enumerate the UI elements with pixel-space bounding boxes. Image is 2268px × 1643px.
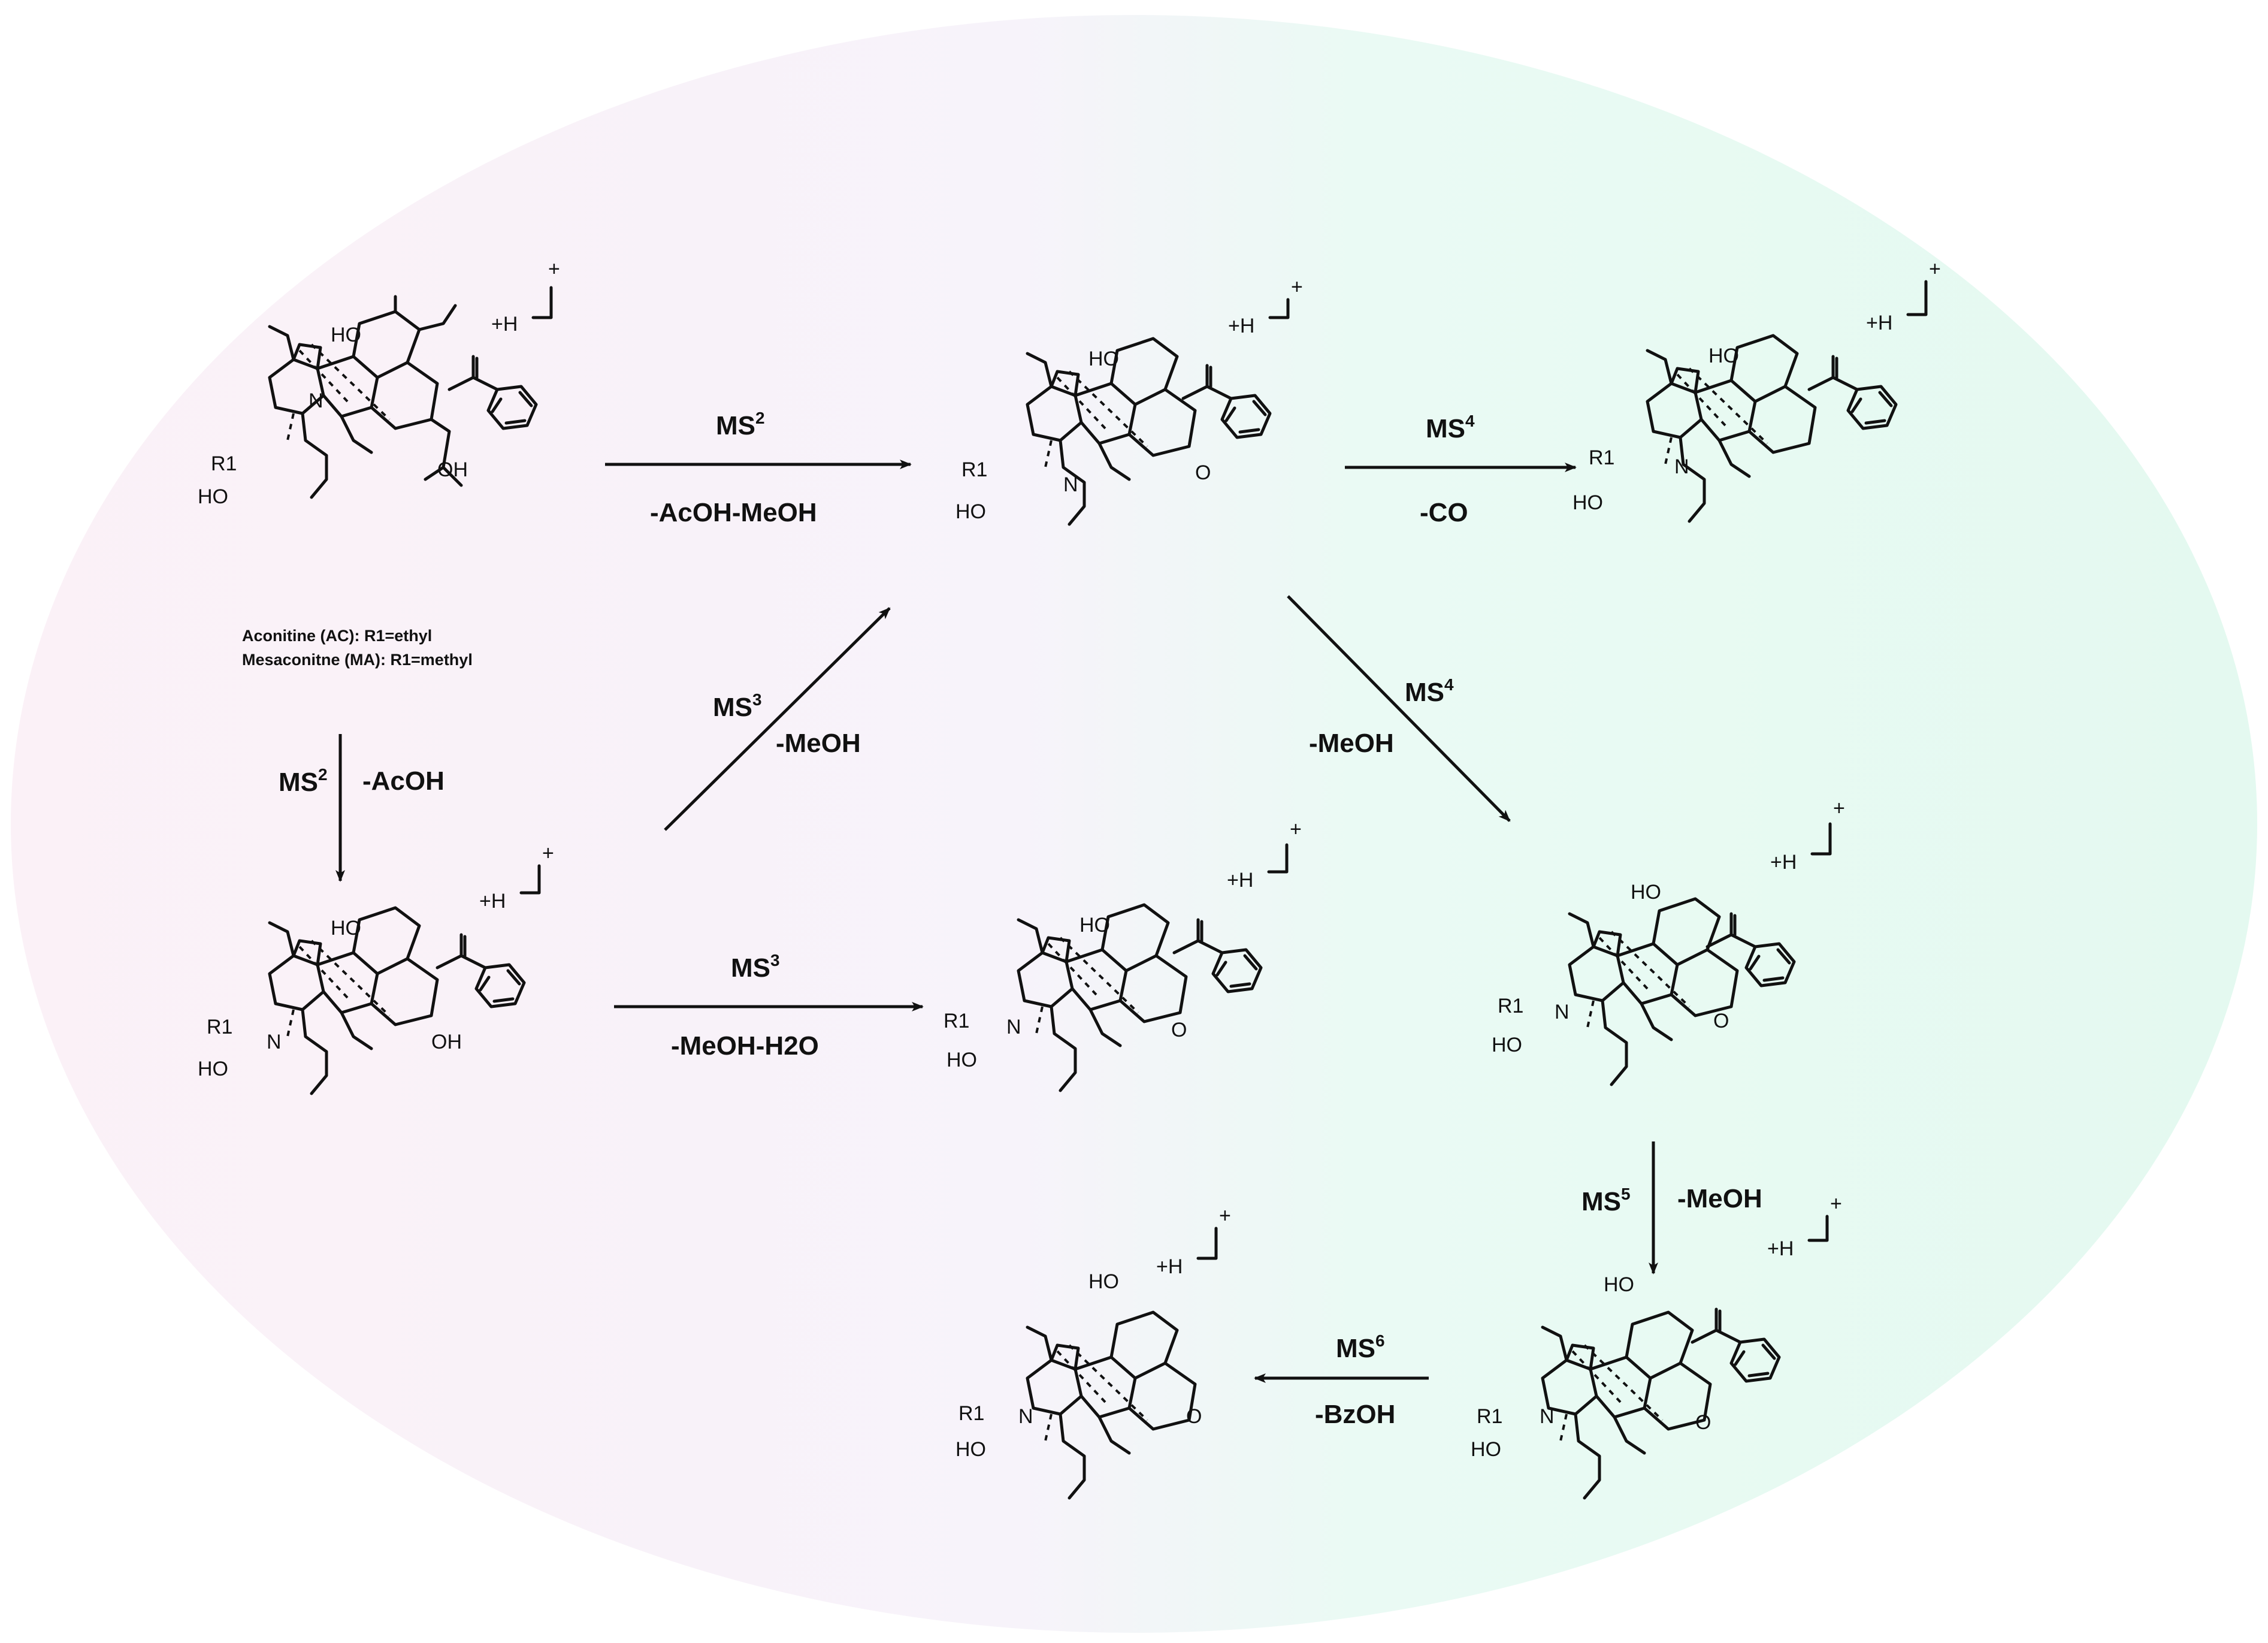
charge-sup: +	[1833, 797, 1845, 820]
charge-sup: +	[1291, 276, 1303, 298]
atom-oh-ring: OH	[437, 458, 468, 481]
charge-sup: +	[542, 842, 554, 865]
arrow-a6	[1287, 595, 1511, 822]
atom-ho-top: HO	[1088, 1270, 1119, 1293]
charge-sup: +	[1290, 818, 1302, 841]
atom-ho-left: HO	[1573, 491, 1603, 514]
arrow-a7-loss: -MeOH	[1677, 1184, 1762, 1213]
atom-o: O	[1195, 461, 1211, 484]
arrow-a5-stage: MS3	[731, 951, 780, 983]
charge-label: +H	[1227, 869, 1253, 892]
caption-mesaconitine: Mesaconitne (MA): R1=methyl	[242, 651, 473, 669]
atom-n: N	[1674, 455, 1689, 478]
arrow-a2-loss: -CO	[1420, 498, 1468, 527]
arrow-a1-stage: MS2	[716, 409, 765, 440]
atom-r1: R1	[944, 1010, 969, 1032]
atom-ho-left: HO	[1471, 1438, 1501, 1461]
charge-label: +H	[1770, 851, 1797, 874]
arrow-a4-loss: -MeOH	[776, 729, 861, 758]
atom-ho-top: HO	[1088, 348, 1119, 370]
charge-label: +H	[1767, 1237, 1794, 1260]
atom-n: N	[1006, 1016, 1021, 1038]
atom-n: N	[1540, 1405, 1555, 1428]
charge-label: +H	[1228, 315, 1254, 337]
atom-n: N	[1063, 473, 1078, 496]
structure-ms6-bzoh: HO HO N R1 O +H +	[955, 1204, 1231, 1498]
arrow-a4-stage: MS3	[713, 690, 762, 722]
charge-label: +H	[1156, 1255, 1183, 1278]
atom-r1: R1	[1589, 446, 1614, 469]
charge-label: +H	[491, 313, 518, 336]
atom-ho-left: HO	[1492, 1034, 1522, 1056]
atom-n: N	[1555, 1001, 1570, 1023]
arrow-a3-loss: -AcOH	[362, 766, 444, 796]
arrow-a3-stage: MS2	[279, 765, 328, 797]
atom-ho-top: HO	[1708, 345, 1739, 367]
atom-n: N	[309, 389, 323, 412]
structure-ms5-meoh: HO HO N R1 O +H +	[1471, 1192, 1842, 1498]
charge-sup: +	[1219, 1204, 1231, 1227]
atom-r1: R1	[958, 1402, 984, 1425]
arrow-a8-stage: MS6	[1336, 1331, 1385, 1363]
atom-o: O	[1186, 1405, 1202, 1428]
arrow-a1-loss: -AcOH-MeOH	[650, 498, 817, 527]
atom-o: O	[1171, 1019, 1187, 1041]
atom-ho-left: HO	[198, 485, 228, 508]
structure-ms3-meoh-h2o: HO HO N R1 O +H +	[944, 818, 1302, 1091]
atom-r1: R1	[211, 452, 237, 475]
charge-sup: +	[1929, 258, 1941, 280]
atom-ho-left: HO	[955, 500, 986, 523]
structure-ms2-acoh: HO OH HO N R1 +H +	[198, 842, 554, 1094]
caption-aconitine: Aconitine (AC): R1=ethyl	[242, 627, 432, 645]
atom-r1: R1	[961, 458, 987, 481]
atom-ho-left: HO	[946, 1049, 977, 1071]
arrow-a8-loss: -BzOH	[1315, 1400, 1395, 1429]
atom-n: N	[1018, 1405, 1033, 1428]
atom-o: O	[1695, 1411, 1711, 1434]
atom-r1: R1	[1477, 1405, 1502, 1428]
arrow-a7-stage: MS5	[1581, 1185, 1631, 1216]
atom-n: N	[267, 1031, 282, 1053]
arrow-a6-loss: -MeOH	[1309, 729, 1394, 758]
atom-oh-ring: OH	[431, 1031, 462, 1053]
arrow-a4	[664, 607, 891, 831]
structure-ms2-acoh-meoh: HO HO N R1 O +H +	[955, 276, 1303, 524]
background-ellipse	[11, 15, 2257, 1633]
arrow-a5-loss: -MeOH-H2O	[671, 1031, 819, 1061]
atom-ho-left: HO	[198, 1058, 228, 1080]
charge-label: +H	[479, 890, 506, 913]
atom-ho-left: HO	[955, 1438, 986, 1461]
structure-ms4-co: HO HO N R1 +H +	[1573, 258, 1941, 521]
atom-r1: R1	[207, 1016, 232, 1038]
arrow-a6-stage: MS4	[1405, 675, 1454, 707]
charge-sup: +	[548, 258, 560, 280]
atom-ho-top: HO	[1604, 1273, 1634, 1296]
atom-ho-top: HO	[1631, 881, 1661, 904]
charge-label: +H	[1866, 312, 1892, 334]
structure-aconitine: HO OH HO N R1 +H +	[198, 258, 560, 508]
structure-ms4-meoh: HO HO N R1 O +H +	[1492, 797, 1845, 1085]
charge-sup: +	[1830, 1192, 1842, 1215]
atom-r1: R1	[1498, 995, 1523, 1017]
atom-o: O	[1713, 1010, 1729, 1032]
arrow-a2-stage: MS4	[1426, 412, 1475, 443]
atom-ho-top: HO	[1079, 914, 1110, 937]
atom-ho-top: HO	[331, 917, 361, 940]
atom-ho-top: HO	[331, 324, 361, 346]
